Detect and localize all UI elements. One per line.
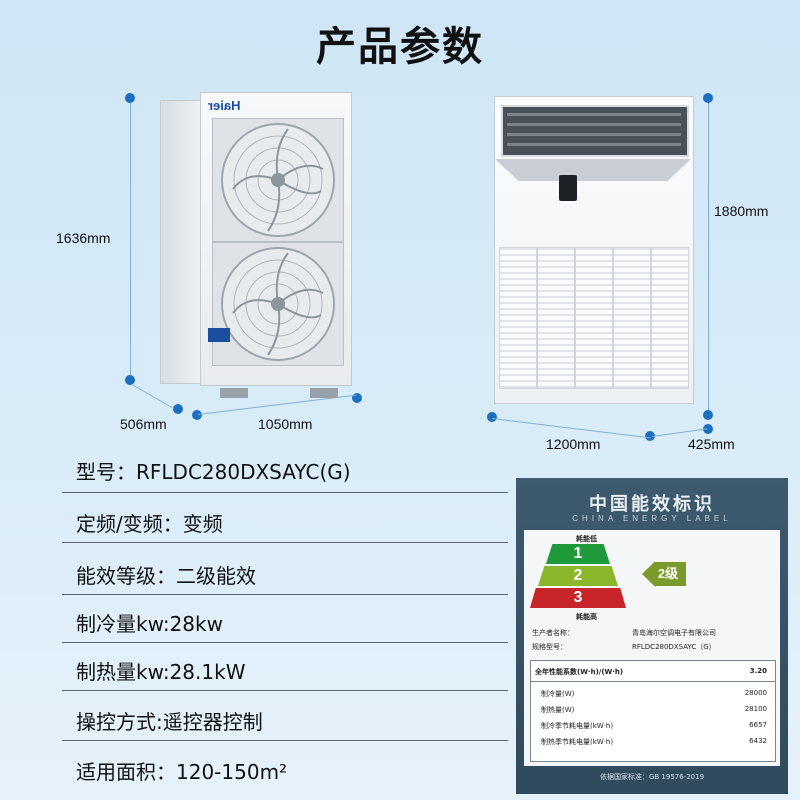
row-label: 制热量(W) [541,706,575,714]
certification-badge-icon [208,328,230,342]
divider [62,642,508,643]
grade-indicator: 2级 [657,566,679,581]
outdoor-unit-image: Haier [160,92,352,398]
low-consumption-note: 耗能低 [576,535,597,543]
outdoor-height-label: 1636mm [56,230,111,246]
divider [62,594,508,595]
dimension-dot [645,431,655,441]
indoor-height-label: 1880mm [714,203,769,219]
indoor-unit-image [494,96,694,404]
dimension-dot [192,410,202,420]
dimension-dot [703,93,713,103]
divider [62,690,508,691]
spec-cooling-capacity: 制冷量kw:28kw [76,612,223,636]
spec-heating-capacity: 制热量kw:28.1kW [76,660,246,684]
indoor-intake-grille [651,247,689,389]
indoor-height-guide [708,98,709,414]
row-value: 6432 [749,737,767,745]
dimension-dot [352,393,362,403]
spec-energy-grade: 能效等级：二级能效 [76,564,256,588]
indoor-intake-grille [499,247,537,389]
row-value: 28100 [744,705,767,713]
outdoor-height-guide [130,98,131,380]
model-label: 规格型号： [532,643,567,651]
indoor-intake-grille [575,247,613,389]
tier-1: 1 [546,544,610,564]
outdoor-leg [220,388,248,398]
outdoor-leg [310,388,338,398]
high-consumption-note: 耗能高 [576,613,597,621]
indoor-intake-grille [537,247,575,389]
row-label: 制冷季节耗电量(kW·h) [541,722,614,730]
indoor-depth-label: 425mm [688,436,735,452]
energy-label-subtitle: CHINA ENERGY LABEL [572,514,732,523]
row-value: 28000 [744,689,767,697]
indoor-display-panel [559,175,577,201]
haier-logo: Haier [208,98,241,113]
dimension-dot [487,412,497,422]
tier-2: 2 [538,566,618,586]
energy-label: 中国能效标识 CHINA ENERGY LABEL 耗能低 1 2 3 2级 耗… [516,478,788,794]
outdoor-width-label: 1050mm [258,416,313,432]
energy-label-body: 耗能低 1 2 3 2级 耗能高 生产者名称： 青岛海尔空调电子有限公司 规格型… [524,530,780,766]
energy-data-box: 全年性能系数(W·h)/(W·h) 3.20 制冷量(W) 28000 制热量(… [530,660,776,762]
fan-grille-bottom [212,242,344,366]
indoor-air-outlet [501,105,689,157]
row-value: 6657 [749,721,767,729]
spec-model: 型号：RFLDC280DXSAYC(G) [76,460,351,484]
spec-control-method: 操控方式:遥控器控制 [76,710,263,734]
dimension-dot [703,410,713,420]
divider [62,542,508,543]
tier-3: 3 [530,588,626,608]
outdoor-depth-label: 506mm [120,416,167,432]
spec-applicable-area: 适用面积：120-150m² [76,760,288,784]
dimension-dot [703,424,713,434]
indoor-intake-grille [613,247,651,389]
apf-value: 3.20 [749,667,767,675]
divider [62,740,508,741]
model-value: RFLDC280DXSAYC（G） [632,643,716,651]
indoor-panel-band [495,159,691,181]
spec-frequency: 定频/变频：变频 [76,512,223,536]
dimension-dot [173,404,183,414]
row-label: 制冷量(W) [541,690,575,698]
manufacturer-value: 青岛海尔空调电子有限公司 [632,629,716,637]
dimension-dot [125,375,135,385]
dimension-dot [125,93,135,103]
energy-label-standard: 依据国家标准：GB 19576-2019 [599,773,705,781]
energy-label-title: 中国能效标识 [589,494,715,515]
row-label: 制热季节耗电量(kW·h) [541,738,614,746]
page-title: 产品参数 [316,24,484,70]
fan-grille-top [212,118,344,242]
indoor-width-label: 1200mm [546,436,601,452]
outdoor-unit-side [160,100,202,384]
divider [62,492,508,493]
manufacturer-label: 生产者名称： [532,629,574,637]
apf-label: 全年性能系数(W·h)/(W·h) [535,668,624,676]
